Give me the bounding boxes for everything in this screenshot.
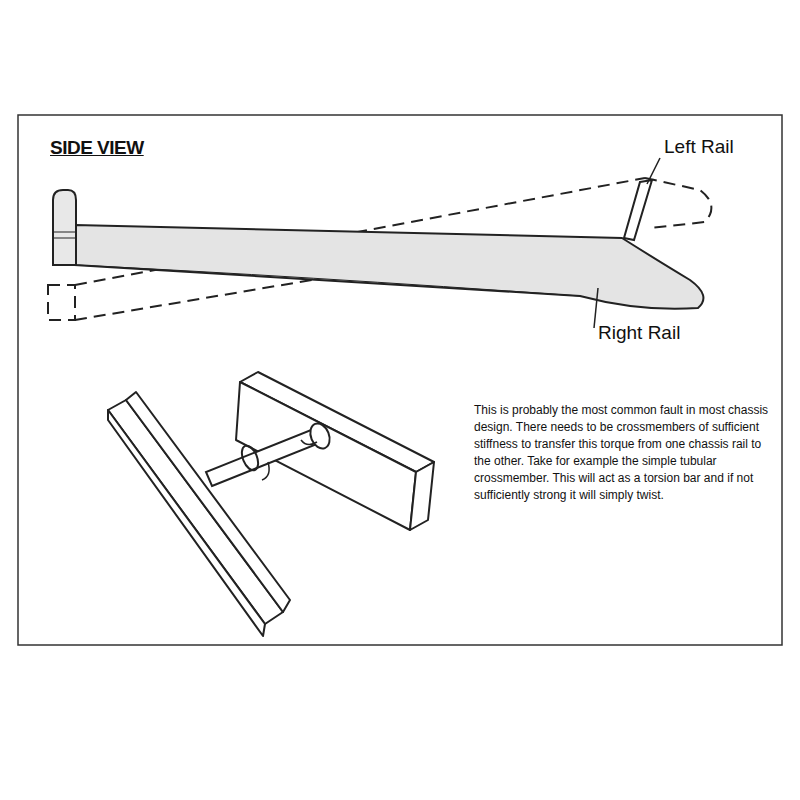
- part-name: Left Rail: [664, 136, 734, 159]
- rail-board-front: [108, 392, 290, 636]
- view-heading: SIDE VIEW: [50, 137, 144, 160]
- part-name: Right Rail: [598, 322, 680, 345]
- left-rail-twisted: [48, 178, 711, 320]
- right-rail-lower-edge: [75, 265, 580, 296]
- right-rail: [75, 225, 703, 309]
- end-post-band: [53, 232, 76, 233]
- leader-line: [594, 288, 598, 328]
- leader-line: [647, 158, 660, 184]
- end-post: [53, 190, 76, 265]
- left-rail-end: [624, 180, 652, 240]
- note-text: This is probably the most common fault i…: [474, 402, 778, 504]
- tubular-crossmember: [206, 421, 333, 486]
- frame-border: [18, 115, 782, 645]
- end-post-band: [53, 238, 76, 239]
